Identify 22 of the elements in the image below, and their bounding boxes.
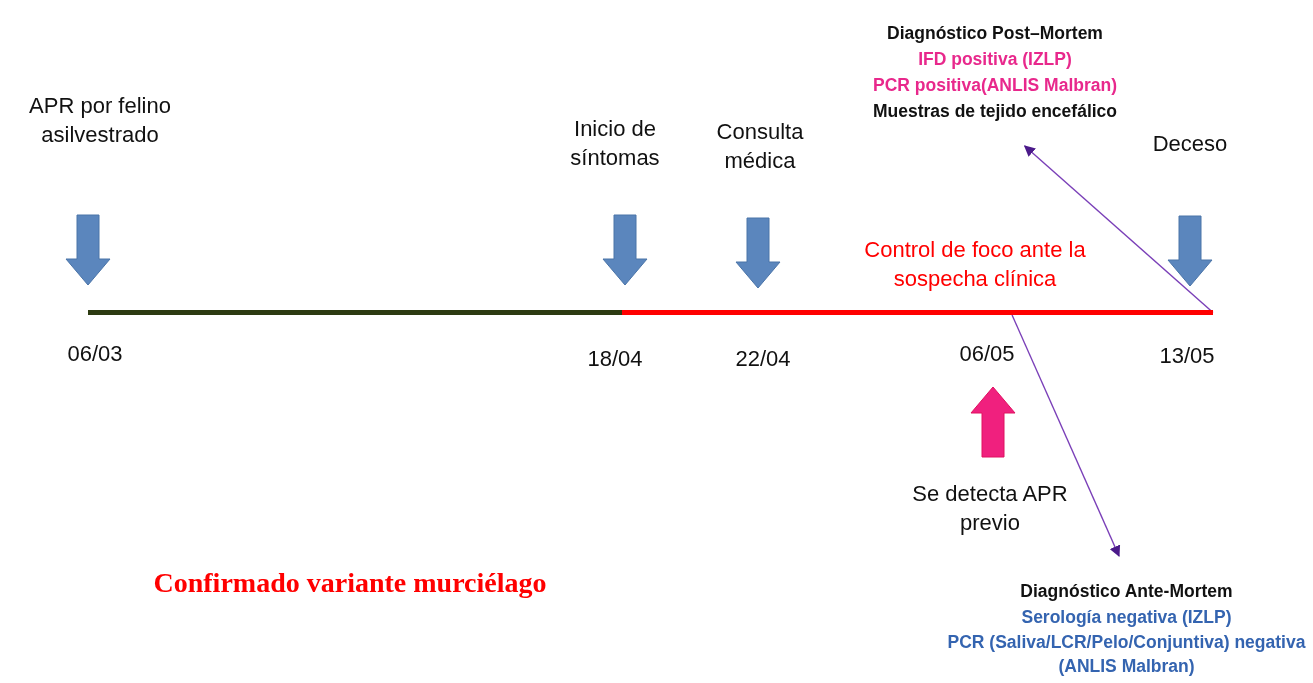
diagnosis-result: Muestras de tejido encefálico	[871, 100, 1119, 123]
phase-label: Control de foco ante la sospecha clínica	[863, 236, 1087, 293]
event-label: APR por felino asilvestrado	[28, 92, 172, 149]
event-label: Se detecta APR previo	[911, 480, 1069, 537]
event-label: Consulta médica	[715, 118, 805, 175]
diagnosis-heading: Diagnóstico Ante-Mortem	[1019, 580, 1234, 603]
diagnosis-heading: Diagnóstico Post–Mortem	[886, 22, 1104, 45]
date-label: 06/03	[66, 340, 124, 368]
diagnosis-result: IFD positiva (IZLP)	[917, 48, 1073, 71]
diagnosis-result: PCR positiva(ANLIS Malbran)	[871, 74, 1119, 97]
diagnosis-result: Serología negativa (IZLP)	[1020, 606, 1233, 629]
timeline-bar	[88, 310, 622, 315]
date-label: 18/04	[586, 345, 644, 373]
diagnosis-result: PCR (Saliva/LCR/Pelo/Conjuntiva) negativa (ANLIS Malbran)	[946, 631, 1307, 678]
timeline-bar	[622, 310, 1213, 315]
date-label: 06/05	[958, 340, 1016, 368]
event-label: Deceso	[1151, 130, 1229, 158]
date-label: 22/04	[734, 345, 792, 373]
event-label: Inicio de síntomas	[569, 115, 661, 172]
conclusion-text: Confirmado variante murciélago	[152, 566, 548, 600]
arrow	[1011, 314, 1121, 557]
date-label: 13/05	[1158, 342, 1216, 370]
